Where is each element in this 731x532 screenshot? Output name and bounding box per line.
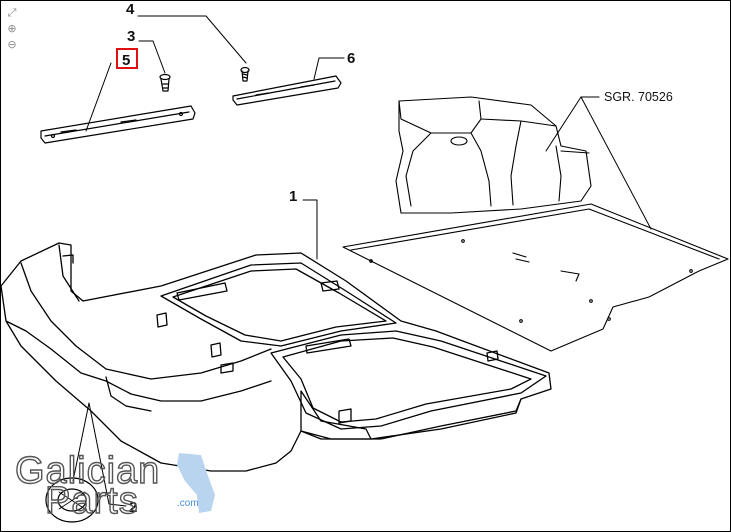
callout-5[interactable]: 5 [122, 52, 130, 69]
leader-4 [137, 15, 247, 64]
leader-2 [72, 402, 110, 505]
zoom-out-icon[interactable]: ⊖ [7, 38, 17, 51]
leader-ref-b [580, 96, 652, 230]
callout-3: 3 [127, 28, 135, 45]
fit-to-window-icon[interactable]: ⤢ [7, 6, 17, 19]
selected-part-highlight [116, 48, 138, 69]
reference-floor-panel [342, 203, 729, 352]
leader-2-tail [108, 503, 127, 507]
leader-1 [302, 199, 318, 260]
leader-6 [313, 57, 345, 80]
watermark-logo: Galician Parts .com [14, 451, 215, 521]
callout-1[interactable]: 1 [289, 188, 297, 205]
zoom-in-icon[interactable]: ⊕ [7, 22, 17, 35]
svg-text:Parts: Parts [45, 480, 139, 521]
leader-3 [138, 40, 166, 74]
callout-2[interactable]: 2 [129, 499, 137, 516]
svg-text:Galician: Galician [15, 451, 160, 492]
front-slot [305, 338, 352, 354]
part-5-sill-strip [40, 105, 196, 144]
rear-slot [176, 282, 228, 301]
callout-6[interactable]: 6 [347, 50, 355, 67]
reference-code-label: SGR. 70526 [604, 90, 673, 104]
part-3-push-clip [159, 73, 171, 92]
part-2-round-plug [45, 477, 99, 523]
part-1-trunk-mat [1, 242, 552, 472]
leader-5 [85, 62, 112, 132]
svg-text:.com: .com [177, 498, 199, 509]
part-6-sill-strip [232, 75, 342, 106]
callout-4: 4 [126, 1, 135, 18]
part-4-screw [240, 66, 250, 82]
reference-trunk-shell [395, 96, 592, 214]
